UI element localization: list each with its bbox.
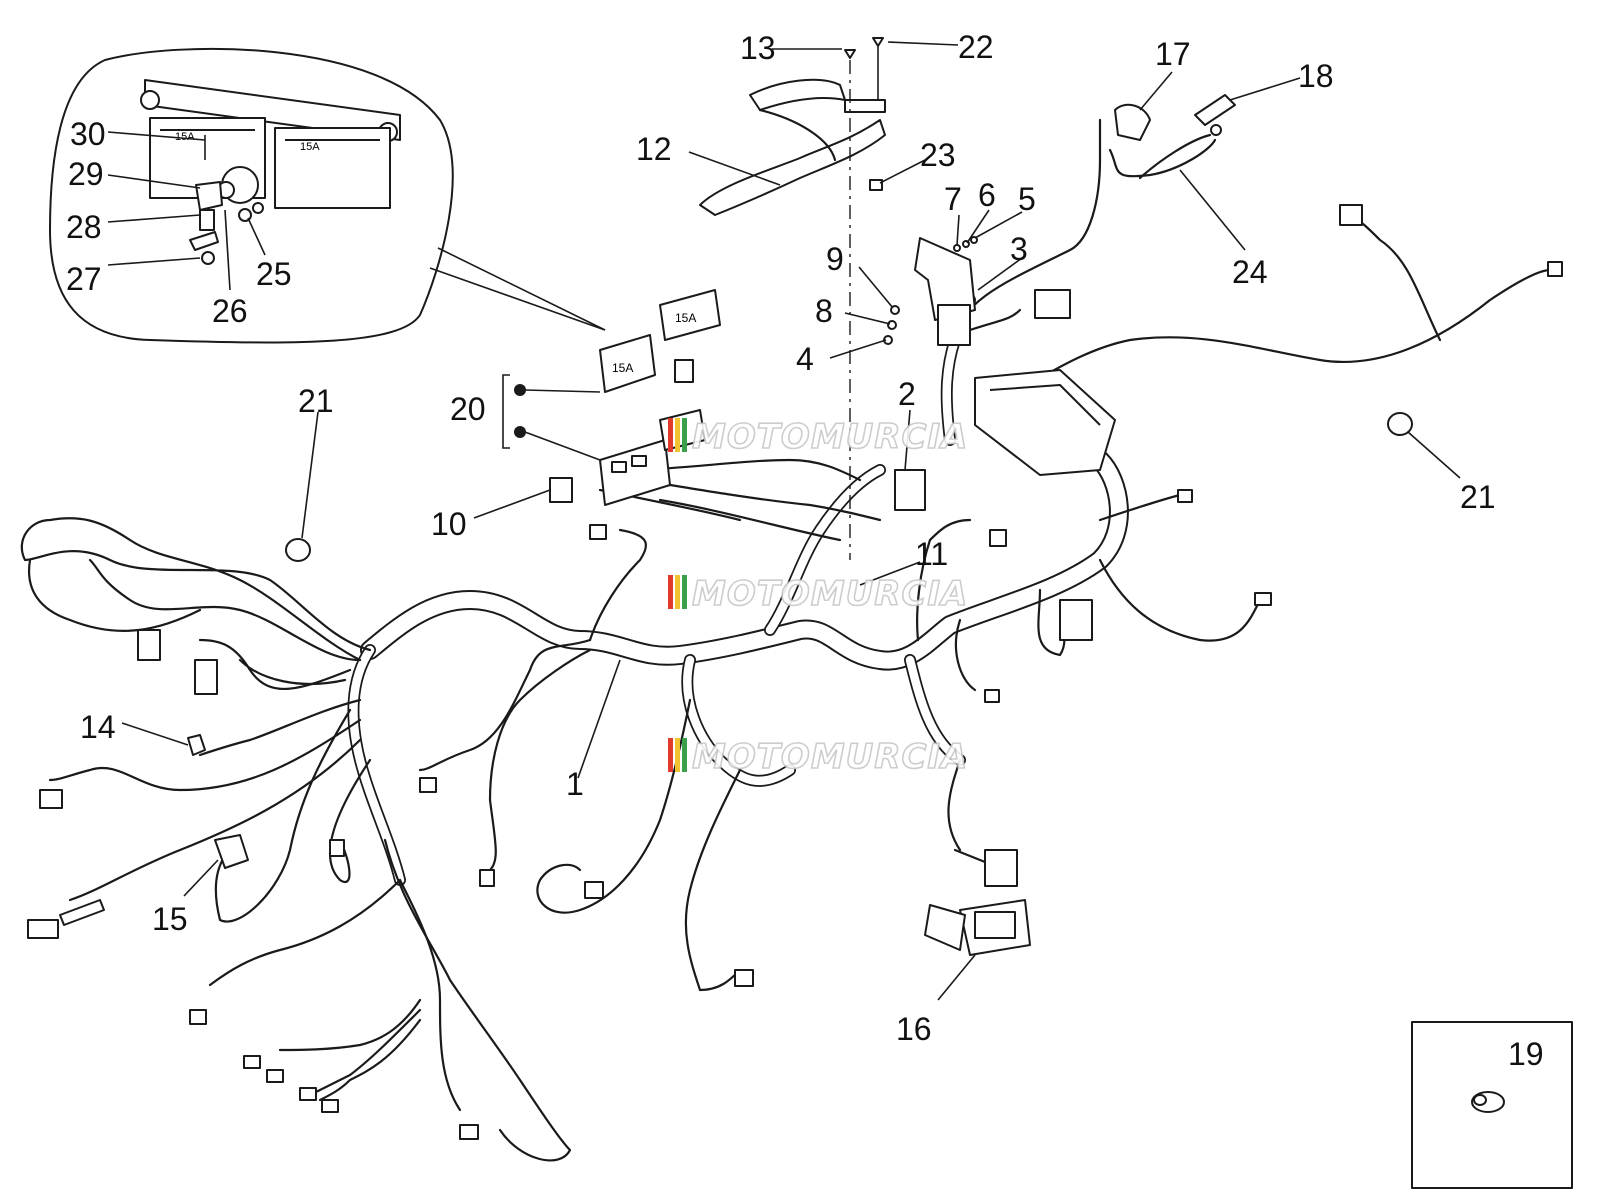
- callout-30: 30: [70, 116, 106, 152]
- callout-27: 27: [66, 261, 102, 297]
- callout-3: 3: [1010, 231, 1028, 267]
- callout-28: 28: [66, 209, 102, 245]
- watermark-text-1: MOTOMURCIA: [692, 417, 968, 457]
- fuse-marking-top: 15A: [675, 311, 696, 325]
- callout-19: 19: [1508, 1036, 1544, 1072]
- callout-10: 10: [431, 506, 467, 542]
- callout-14: 14: [80, 709, 116, 745]
- part-18-terminal: [1194, 94, 1236, 126]
- callout-7: 7: [944, 181, 962, 217]
- components: 15A 15A: [27, 37, 1573, 1189]
- part-15-connector: [214, 834, 249, 869]
- callout-25: 25: [256, 256, 292, 292]
- callout-1: 1: [566, 766, 584, 802]
- callout-21-left: 21: [298, 383, 334, 419]
- callout-4: 4: [796, 341, 814, 377]
- callout-5: 5: [1018, 181, 1036, 217]
- part-14-cap: [187, 734, 206, 756]
- part-21-clamp-right: [1387, 412, 1413, 436]
- detail-bubble: 15A 15A: [49, 47, 454, 344]
- callout-labels: 1 2 3 4 5 6 7 8 9 10 11 12 13 14 15 16 1…: [66, 29, 1544, 1072]
- detail-fuse-marking-right: 15A: [300, 141, 320, 153]
- watermark-1: MOTOMURCIA: [668, 416, 968, 458]
- callout-16: 16: [896, 1011, 932, 1047]
- leader-lines: [107, 41, 1461, 1001]
- callout-2: 2: [898, 376, 916, 412]
- main-harness-trunk: [347, 294, 1129, 886]
- callout-29: 29: [68, 156, 104, 192]
- watermark-text-3: MOTOMURCIA: [692, 737, 968, 777]
- callout-26: 26: [212, 293, 248, 329]
- callout-17: 17: [1155, 36, 1191, 72]
- fuse-marking-middle: 15A: [612, 361, 633, 375]
- detail-fuse-box: 15A 15A: [140, 79, 401, 265]
- callout-13: 13: [740, 30, 776, 66]
- part-17-terminal: [1114, 103, 1151, 141]
- watermark-3: MOTOMURCIA: [668, 736, 968, 778]
- callout-23: 23: [920, 137, 956, 173]
- callout-24: 24: [1232, 254, 1268, 290]
- part-12-cover: [699, 119, 886, 216]
- part-21-clamp-left: [285, 538, 311, 562]
- watermark-2: MOTOMURCIA: [668, 573, 968, 615]
- part-3-bracket: [914, 237, 976, 321]
- callout-8: 8: [815, 293, 833, 329]
- callout-18: 18: [1298, 58, 1334, 94]
- part-10-relay: [549, 477, 573, 503]
- callout-6: 6: [978, 177, 996, 213]
- watermarks: MOTOMURCIA MOTOMURCIA MOTOMURCIA: [668, 416, 968, 778]
- callout-12: 12: [636, 131, 672, 167]
- callout-11: 11: [915, 536, 948, 572]
- callout-20: 20: [450, 391, 486, 427]
- callout-21-right: 21: [1460, 479, 1496, 515]
- detail-fuse-marking-left: 15A: [175, 131, 195, 143]
- callout-15: 15: [152, 901, 188, 937]
- watermark-text-2: MOTOMURCIA: [692, 574, 968, 614]
- callout-22: 22: [958, 29, 994, 65]
- callout-9: 9: [826, 241, 844, 277]
- part-2-connector: [894, 469, 926, 511]
- part-20-fuse-boxes: 15A 15A: [599, 289, 721, 506]
